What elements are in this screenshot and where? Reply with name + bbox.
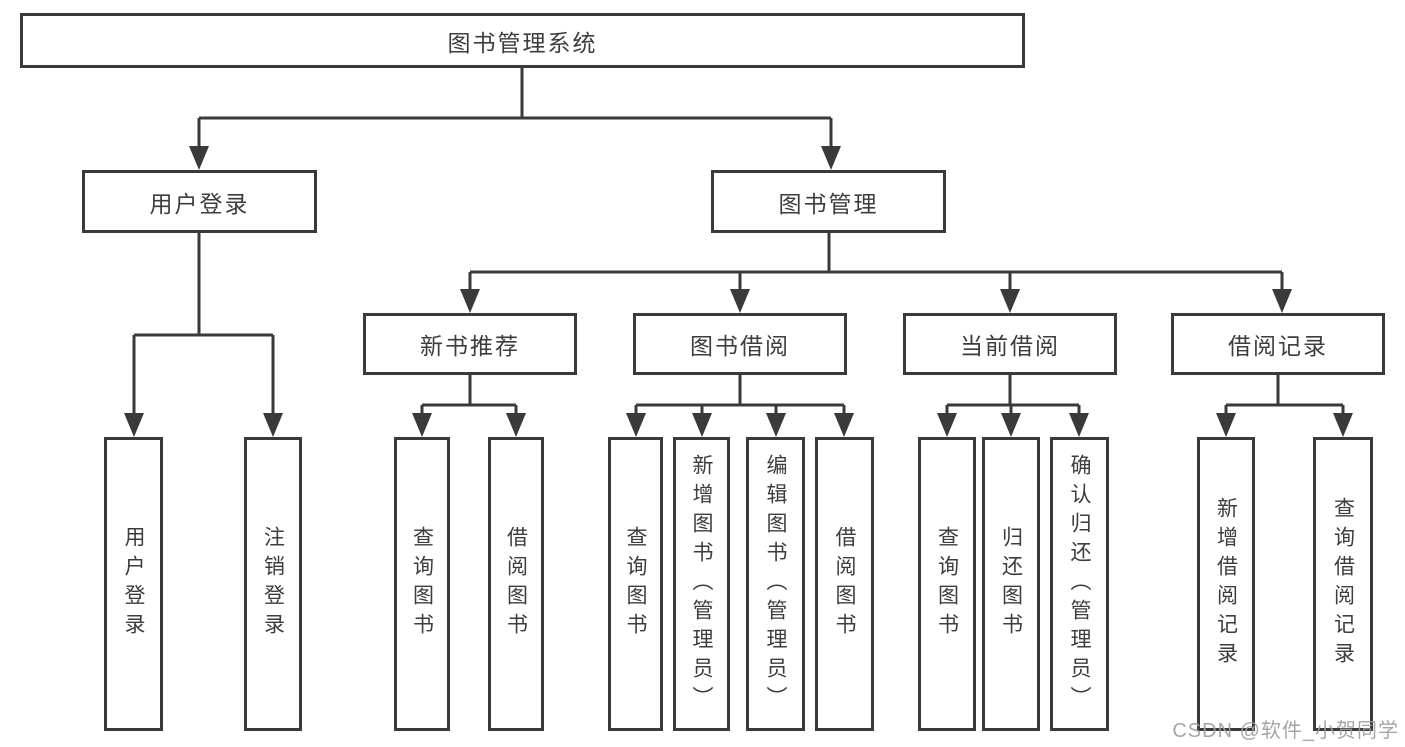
node-borrowing-records: 借阅记录 [1171, 313, 1385, 375]
leaf-logout: 注销登录 [244, 437, 302, 731]
node-label: 新增借阅记录 [1214, 497, 1238, 671]
arrowheads [124, 146, 1353, 437]
node-new-book-recommendation: 新书推荐 [363, 313, 577, 375]
node-label: 用户登录 [149, 190, 250, 217]
node-label: 查询图书 [935, 526, 959, 642]
csdn-watermark: CSDN @软件_小贺同学 [1172, 720, 1399, 742]
leaf-add-borrow-record: 新增借阅记录 [1197, 437, 1255, 731]
node-root-library-system: 图书管理系统 [20, 13, 1025, 68]
node-label: 新增图书（管理员） [690, 453, 714, 715]
node-label: 图书管理系统 [447, 29, 598, 56]
leaf-query-borrow-record: 查询借阅记录 [1313, 437, 1373, 731]
node-label: 确认归还（管理员） [1068, 453, 1092, 715]
leaf-query-books-borrow: 查询图书 [608, 437, 663, 731]
leaf-edit-books-admin: 编辑图书（管理员） [746, 437, 805, 731]
leaf-query-books-current: 查询图书 [918, 437, 976, 731]
node-label: 查询图书 [410, 526, 434, 642]
leaf-add-books-admin: 新增图书（管理员） [673, 437, 730, 731]
leaf-confirm-return-admin: 确认归还（管理员） [1050, 437, 1109, 731]
node-label: 借阅图书 [504, 526, 528, 642]
node-book-management: 图书管理 [711, 170, 946, 233]
node-label: 图书借阅 [690, 333, 790, 359]
node-label: 查询图书 [624, 526, 648, 642]
node-label: 借阅图书 [833, 526, 857, 642]
node-label: 注销登录 [261, 526, 285, 642]
node-label: 查询借阅记录 [1331, 497, 1355, 671]
node-user-login: 用户登录 [82, 170, 317, 233]
node-label: 归还图书 [999, 526, 1023, 642]
leaf-borrow-books: 借阅图书 [815, 437, 874, 731]
leaf-user-login: 用户登录 [104, 437, 163, 731]
node-book-borrowing: 图书借阅 [633, 313, 847, 375]
node-label: 借阅记录 [1228, 333, 1328, 359]
leaf-borrow-books-recommend: 借阅图书 [488, 437, 544, 731]
node-label: 图书管理 [778, 190, 879, 217]
node-label: 编辑图书（管理员） [764, 453, 788, 715]
leaf-query-books-recommend: 查询图书 [394, 437, 450, 731]
node-label: 新书推荐 [420, 333, 520, 359]
leaf-return-books: 归还图书 [982, 437, 1040, 731]
node-label: 用户登录 [122, 526, 146, 642]
node-current-borrowing: 当前借阅 [903, 313, 1117, 375]
node-label: 当前借阅 [960, 333, 1060, 359]
